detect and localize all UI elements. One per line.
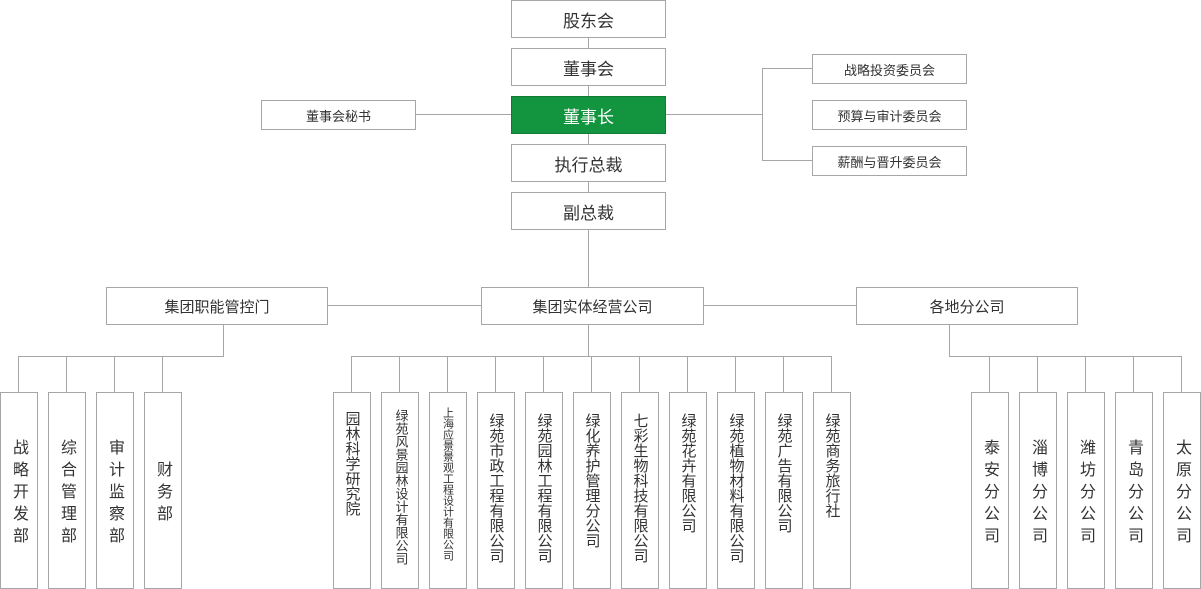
vp-node: 副总裁	[511, 192, 666, 230]
connector-entities-drop	[447, 356, 448, 393]
connector-entities-drop	[399, 356, 400, 393]
entity-company-label: 绿苑园林工程有限公司	[535, 413, 554, 563]
entity-company-node: 绿苑风景园林设计有限公司	[381, 392, 419, 589]
branch-office-label: 太原分公司	[1173, 439, 1192, 549]
connector-entities-drop	[351, 356, 352, 393]
connector-functional-drop	[18, 356, 19, 393]
connector-entities-drop	[543, 356, 544, 393]
entity-company-label: 上海应景景观工程设计有限公司	[441, 407, 455, 561]
board-secretary-node: 董事会秘书	[261, 100, 416, 130]
department-label: 战略开发部	[10, 439, 29, 549]
department-node: 战略开发部	[0, 392, 38, 589]
committee-node: 薪酬与晋升委员会	[812, 146, 967, 176]
entity-company-label: 绿苑市政工程有限公司	[487, 413, 506, 563]
ceo-node: 执行总裁	[511, 144, 666, 182]
connector-branches-drop	[1085, 356, 1086, 393]
branch-office-label: 淄博分公司	[1029, 439, 1048, 549]
entity-company-label: 绿苑广告有限公司	[775, 413, 794, 533]
branch-office-label: 青岛分公司	[1125, 439, 1144, 549]
department-node: 综合管理部	[48, 392, 86, 589]
branch-office-node: 泰安分公司	[971, 392, 1009, 589]
department-label: 审计监察部	[106, 439, 125, 549]
department-label: 财务部	[154, 461, 173, 527]
chairman-node: 董事长	[511, 96, 666, 134]
connector-branches-drop	[1133, 356, 1134, 393]
department-label: 综合管理部	[58, 439, 77, 549]
connector-branches-drop	[1181, 356, 1182, 393]
connector-groups-right	[703, 305, 856, 306]
committee-node: 战略投资委员会	[812, 54, 967, 84]
department-node: 财务部	[144, 392, 182, 589]
connector-committee-3	[762, 160, 812, 161]
connector-committee-bus	[762, 68, 763, 161]
shareholders-node: 股东会	[511, 0, 666, 38]
committee-node: 预算与审计委员会	[812, 100, 967, 130]
entity-company-label: 绿苑商务旅行社	[823, 413, 842, 518]
entity-company-node: 绿化养护管理分公司	[573, 392, 611, 589]
branch-office-node: 太原分公司	[1163, 392, 1201, 589]
entity-company-label: 绿苑风景园林设计有限公司	[392, 409, 408, 565]
branch-office-node: 潍坊分公司	[1067, 392, 1105, 589]
branch-office-node: 青岛分公司	[1115, 392, 1153, 589]
board-node: 董事会	[511, 48, 666, 86]
entity-company-label: 绿苑植物材料有限公司	[727, 413, 746, 563]
branch-office-label: 潍坊分公司	[1077, 439, 1096, 549]
entity-company-label: 绿化养护管理分公司	[583, 413, 602, 548]
entity-company-label: 园林科学研究院	[343, 411, 362, 516]
connector-functional-drop	[66, 356, 67, 393]
entity-company-label: 七彩生物科技有限公司	[631, 413, 650, 563]
connector-entities-drop	[831, 356, 832, 393]
connector-committee-1	[762, 68, 812, 69]
connector-functional-stem	[223, 324, 224, 357]
branch-office-label: 泰安分公司	[981, 439, 1000, 549]
connector-functional-bus	[18, 356, 224, 357]
connector-entities-drop	[687, 356, 688, 393]
entity-company-node: 绿苑广告有限公司	[765, 392, 803, 589]
connector-branches-bus	[949, 356, 1182, 357]
connector-entities-drop	[639, 356, 640, 393]
entity-company-node: 园林科学研究院	[333, 392, 371, 589]
entity-company-node: 绿苑市政工程有限公司	[477, 392, 515, 589]
connector-entities-stem	[588, 324, 589, 357]
connector-groups-left	[327, 305, 481, 306]
connector-entities-drop	[591, 356, 592, 393]
connector-committees	[665, 114, 763, 115]
entity-company-node: 绿苑商务旅行社	[813, 392, 851, 589]
functional-group-node: 集团职能管控门	[106, 287, 328, 325]
connector-functional-drop	[162, 356, 163, 393]
entities-group-node: 集团实体经营公司	[481, 287, 704, 325]
connector-branches-drop	[989, 356, 990, 393]
entity-company-node: 上海应景景观工程设计有限公司	[429, 392, 467, 589]
connector-branches-stem	[949, 324, 950, 357]
connector-branches-drop	[1037, 356, 1038, 393]
connector-secretary	[415, 114, 511, 115]
department-node: 审计监察部	[96, 392, 134, 589]
connector-functional-drop	[114, 356, 115, 393]
branches-group-node: 各地分公司	[856, 287, 1078, 325]
connector-entities-drop	[735, 356, 736, 393]
entity-company-label: 绿苑花卉有限公司	[679, 413, 698, 533]
entity-company-node: 绿苑植物材料有限公司	[717, 392, 755, 589]
connector-entities-drop	[495, 356, 496, 393]
branch-office-node: 淄博分公司	[1019, 392, 1057, 589]
entity-company-node: 七彩生物科技有限公司	[621, 392, 659, 589]
entity-company-node: 绿苑花卉有限公司	[669, 392, 707, 589]
connector-entities-drop	[783, 356, 784, 393]
entity-company-node: 绿苑园林工程有限公司	[525, 392, 563, 589]
